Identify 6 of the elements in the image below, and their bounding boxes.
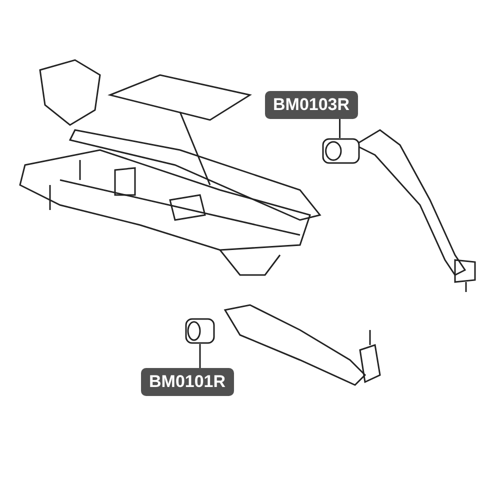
part-number-label: BM0103R bbox=[265, 91, 358, 119]
part-number-label: BM0101R bbox=[141, 368, 234, 396]
leader-line bbox=[199, 344, 201, 368]
bushing-picture bbox=[185, 318, 215, 344]
leader-line bbox=[339, 119, 341, 138]
bushing-picture bbox=[322, 138, 360, 164]
